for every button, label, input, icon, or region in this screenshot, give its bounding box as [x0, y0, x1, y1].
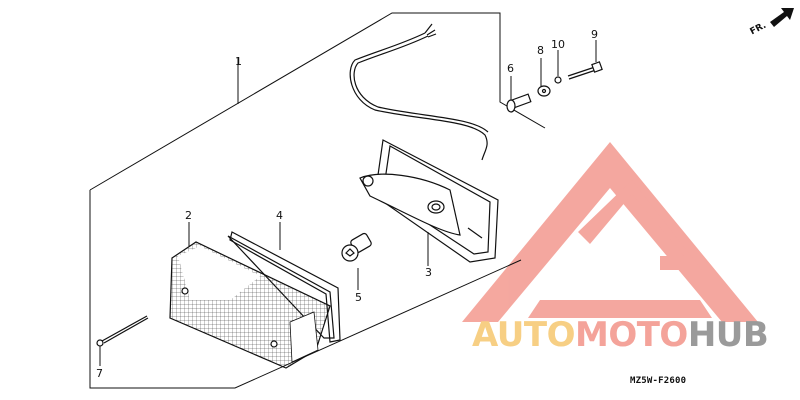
- callout-2: 2: [185, 209, 192, 222]
- tail-light-lens: [169, 241, 331, 369]
- callout-leaders: [99, 40, 597, 366]
- assembly-boundary: [89, 12, 546, 389]
- callout-7: 7: [96, 367, 103, 380]
- wire-harness: [349, 23, 489, 161]
- callout-5: 5: [355, 291, 362, 304]
- front-arrow-icon: [770, 8, 794, 27]
- watermark-auto: AUTO: [472, 315, 575, 355]
- callout-6: 6: [507, 62, 514, 75]
- watermark-logo-icon: [462, 142, 758, 322]
- callout-9: 9: [591, 28, 598, 41]
- screw-icon: [96, 315, 149, 347]
- callout-10: 10: [551, 38, 565, 51]
- callout-4: 4: [276, 209, 283, 222]
- callout-8: 8: [537, 44, 544, 57]
- tail-light-base: [359, 139, 499, 263]
- callout-3: 3: [425, 266, 432, 279]
- diagram-code: MZ5W-F2600: [630, 376, 687, 386]
- watermark-hub: HUB: [687, 315, 769, 355]
- callout-1: 1: [235, 55, 242, 68]
- watermark-text: AUTOMOTOHUB: [472, 315, 769, 355]
- bulb-icon: [341, 232, 372, 262]
- watermark-moto: MOTO: [574, 315, 688, 355]
- hardware-parts: [506, 61, 603, 113]
